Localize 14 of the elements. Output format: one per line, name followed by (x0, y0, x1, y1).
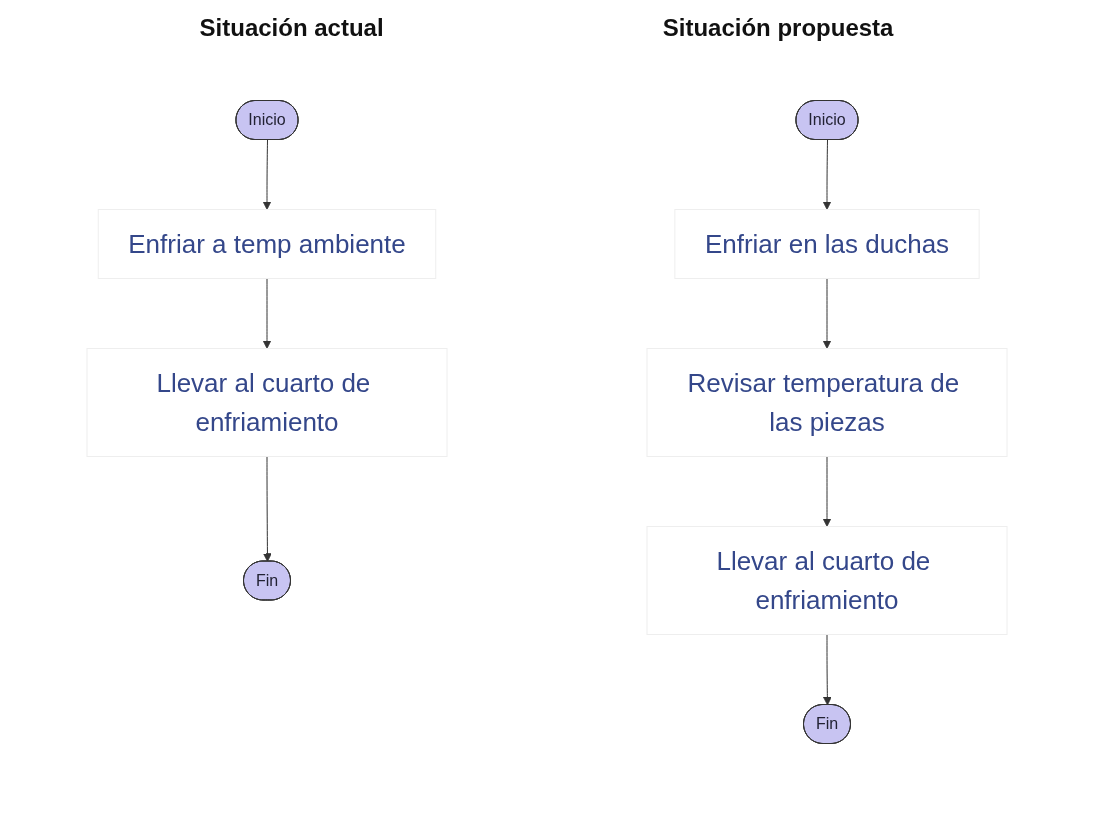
arrow (822, 278, 831, 349)
node-box: Llevar al cuarto de enfriamiento (86, 348, 447, 457)
column-heading: Situación actual (199, 14, 384, 42)
arrow (262, 139, 271, 210)
arrow (822, 139, 831, 210)
arrow (262, 456, 272, 562)
arrow (262, 278, 271, 349)
node-box: Llevar al cuarto de enfriamiento (646, 526, 1007, 635)
arrow (822, 634, 832, 706)
column-heading: Situación propuesta (662, 14, 894, 42)
node-box: Enfriar a temp ambiente (97, 209, 436, 279)
node-box: Enfriar en las duchas (673, 209, 980, 279)
node-box: Revisar temperatura de las piezas (646, 348, 1007, 457)
arrow (822, 456, 831, 527)
